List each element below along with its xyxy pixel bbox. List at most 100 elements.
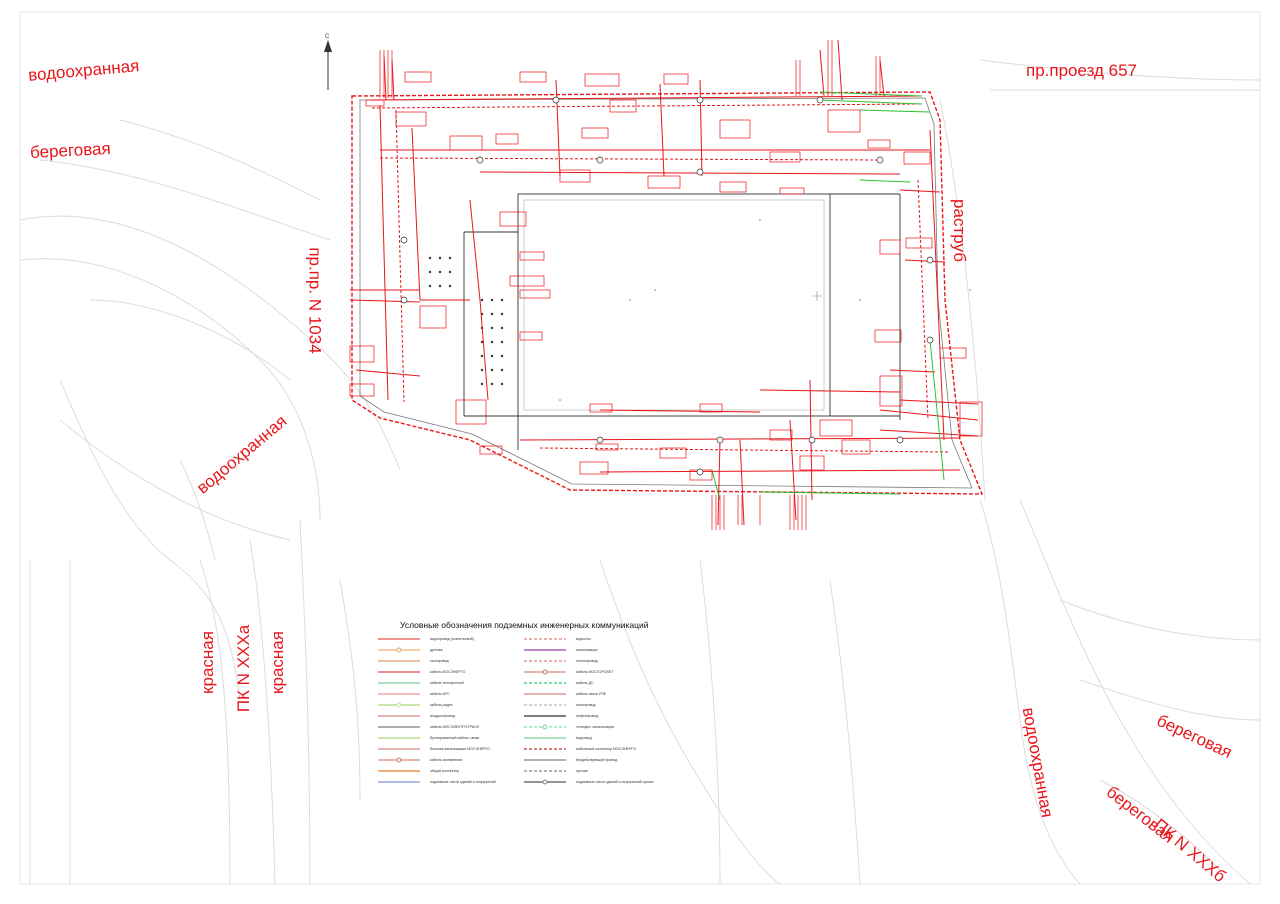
- legend-line-symbol: [522, 656, 568, 666]
- legend-item: прочие: [522, 766, 588, 776]
- legend-item-label: кабель МОСЭЛЕКТРОТРАНС: [430, 725, 480, 729]
- legend-item: кабель МОСГОРСВЕТ: [522, 667, 613, 677]
- legend-line-symbol: [376, 667, 422, 677]
- legend-item: теплопровод: [522, 656, 598, 666]
- zone-label-beregovaya-1: береговая: [29, 138, 112, 163]
- elevation-callouts: [349, 71, 983, 481]
- legend-item: кабель связи УПБ: [522, 689, 606, 699]
- legend-line-symbol: [376, 711, 422, 721]
- legend-item: кабель МОСЭЛЕКТРОТРАНС: [376, 722, 479, 732]
- legend-item: золопровод: [522, 700, 596, 710]
- zone-label-krasnaya-1: красная: [197, 631, 217, 694]
- legend-item-label: кабель телефонный: [430, 681, 464, 685]
- legend-line-symbol: [376, 744, 422, 754]
- background-topography: [19, 59, 1261, 885]
- legend-item: подземные части зданий и сооружений: [376, 777, 496, 787]
- legend-item-label: водопровод (хозпитьевой): [430, 637, 474, 641]
- legend-item-label: телефон. канализация: [576, 725, 614, 729]
- legend-item-label: водосвод: [576, 736, 592, 740]
- legend-line-symbol: [376, 634, 422, 644]
- legend-item-label: газопровод: [430, 659, 449, 663]
- legend-line-symbol: [376, 766, 422, 776]
- zone-label-pk-xxxa: ПК N XXXа: [234, 624, 254, 713]
- legend-item: воздухопровод: [376, 711, 455, 721]
- legend-line-symbol: [522, 755, 568, 765]
- legend-item: кабель ДС: [522, 678, 594, 688]
- legend-line-symbol: [522, 700, 568, 710]
- legend-line-symbol: [522, 777, 568, 787]
- legend-item: кабель МОСЭНЕРГО: [376, 667, 465, 677]
- legend-line-symbol: [522, 744, 568, 754]
- site-boundary: [351, 91, 984, 495]
- zone-label-rastrub: раструб: [949, 199, 969, 262]
- legend-line-symbol: [376, 777, 422, 787]
- legend-line-symbol: [522, 645, 568, 655]
- legend-line-symbol: [522, 678, 568, 688]
- legend-title: Условные обозначения подземных инженерны…: [400, 620, 649, 630]
- legend-line-symbol: [522, 711, 568, 721]
- utility-network-red: [349, 39, 979, 526]
- legend-item: дренаж: [376, 645, 442, 655]
- legend-item-label: нефтепровод: [576, 714, 599, 718]
- legend-item-label: золопровод: [576, 703, 596, 707]
- legend-line-symbol: [376, 645, 422, 655]
- legend-item-label: канализация: [576, 648, 598, 652]
- legend-line-symbol: [376, 700, 422, 710]
- crosshair-mark: [812, 291, 822, 301]
- legend-item-label: кабель МГС: [430, 692, 450, 696]
- legend-item-label: общий коллектор: [430, 769, 459, 773]
- legend-item: подземные части зданий и сооружений прое…: [522, 777, 654, 787]
- legend-item-label: кабельный коллектор МОСЭНЕРГО: [576, 747, 636, 751]
- zone-label-pr-pr-1034: пр.пр. N 1034: [305, 247, 325, 354]
- legend-item-label: бронированный кабель связи: [430, 736, 480, 740]
- legend-line-symbol: [522, 733, 568, 743]
- utility-network-green: [711, 91, 945, 501]
- legend-item: кабельный коллектор МОСЭНЕРГО: [522, 744, 636, 754]
- legend-item: блочная канализация МОСЭНЕРГО: [376, 744, 490, 754]
- legend-item-label: кабель ДС: [576, 681, 594, 685]
- legend-item-label: кабель МОСГОРСВЕТ: [576, 670, 614, 674]
- legend-item-label: кабель заземления: [430, 758, 463, 762]
- legend-line-symbol: [376, 733, 422, 743]
- legend-line-symbol: [376, 689, 422, 699]
- zone-label-krasnaya-2: красная: [267, 631, 287, 694]
- zone-label-pr-proezd-657: пр.проезд 657: [1026, 61, 1138, 80]
- legend-item-label: водосток: [576, 637, 591, 641]
- north-arrow-icon: С: [324, 34, 332, 90]
- sheet-frame: [19, 11, 1261, 885]
- legend-line-symbol: [522, 667, 568, 677]
- legend-item-label: подземные части зданий и сооружений: [430, 780, 496, 784]
- svg-text:С: С: [325, 34, 330, 40]
- legend-item: водосвод: [522, 733, 592, 743]
- legend-item-label: дренаж: [430, 648, 443, 652]
- legend-item: канализация: [522, 645, 597, 655]
- manhole-symbols: [400, 96, 934, 476]
- map-legend: Условные обозначения подземных инженерны…: [372, 618, 662, 788]
- legend-item: кабель радио: [376, 700, 453, 710]
- legend-item-label: кабель МОСЭНЕРГО: [430, 670, 466, 674]
- legend-line-symbol: [522, 634, 568, 644]
- cable-bundle-north: [379, 40, 881, 98]
- legend-item: бездействующий провод: [522, 755, 617, 765]
- legend-item: водопровод (хозпитьевой): [376, 634, 474, 644]
- legend-item: телефон. канализация: [522, 722, 614, 732]
- legend-item-label: воздухопровод: [430, 714, 455, 718]
- building-footprint: [463, 193, 901, 450]
- site-boundary-inner: [359, 97, 973, 489]
- legend-item-label: прочие: [576, 769, 588, 773]
- legend-item: водосток: [522, 634, 591, 644]
- legend-item: газопровод: [376, 656, 449, 666]
- legend-item-label: бездействующий провод: [576, 758, 618, 762]
- legend-item-label: теплопровод: [576, 659, 598, 663]
- legend-item: общий коллектор: [376, 766, 459, 776]
- legend-item: кабель заземления: [376, 755, 462, 765]
- legend-line-symbol: [522, 689, 568, 699]
- legend-item: кабель МГС: [376, 689, 450, 699]
- legend-item-label: кабель радио: [430, 703, 453, 707]
- legend-item: бронированный кабель связи: [376, 733, 479, 743]
- legend-item-label: блочная канализация МОСЭНЕРГО: [430, 747, 491, 751]
- legend-line-symbol: [376, 678, 422, 688]
- cable-bundle-south: [711, 495, 807, 530]
- legend-item-label: подземные части зданий и сооружений прое…: [576, 780, 654, 784]
- legend-line-symbol: [376, 656, 422, 666]
